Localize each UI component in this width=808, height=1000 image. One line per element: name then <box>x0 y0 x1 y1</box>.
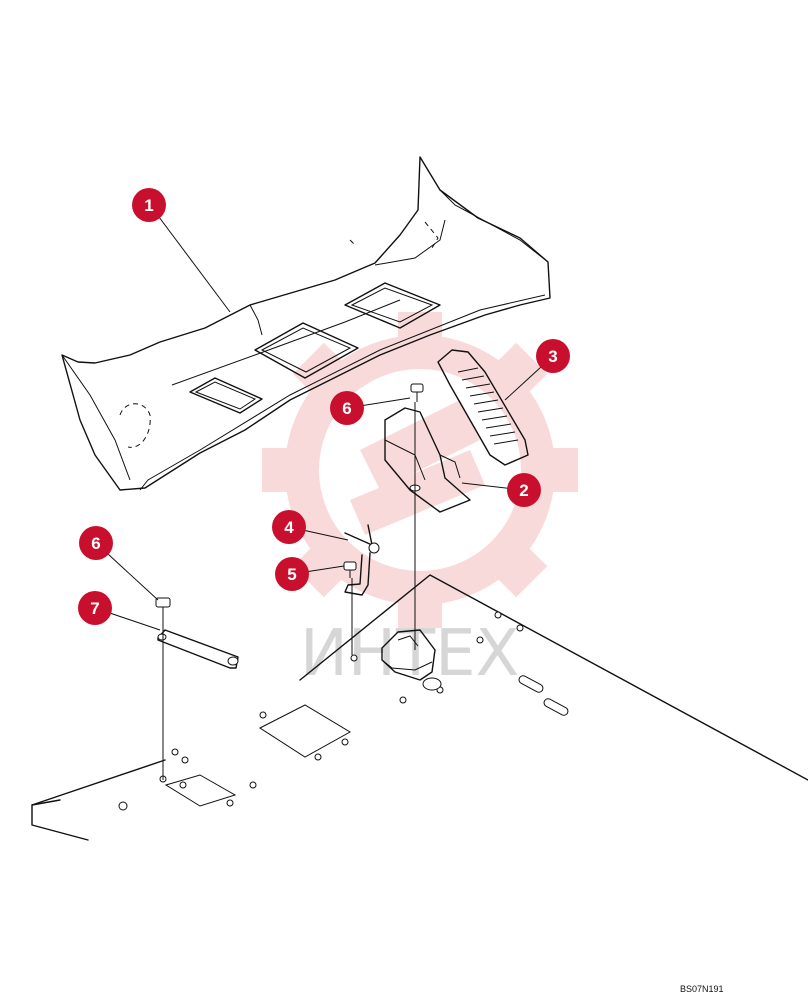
svg-text:7: 7 <box>90 599 99 618</box>
svg-text:3: 3 <box>548 347 557 366</box>
callout-2: 2 <box>507 473 541 507</box>
svg-text:5: 5 <box>287 565 296 584</box>
bolt-upper <box>410 383 424 402</box>
floor-cover-panel <box>61 156 551 491</box>
link-rod <box>157 629 239 669</box>
watermark-gear-icon <box>262 312 578 628</box>
drawing-code: BS07N191 <box>680 984 724 994</box>
pedal-base-block <box>381 629 442 691</box>
callout-7: 7 <box>78 591 112 625</box>
svg-text:6: 6 <box>91 534 100 553</box>
svg-text:2: 2 <box>519 481 528 500</box>
callout-3: 3 <box>536 339 570 373</box>
callout-5: 5 <box>275 557 309 591</box>
callout-4: 4 <box>272 510 306 544</box>
floor-plate <box>31 574 808 841</box>
svg-text:4: 4 <box>284 518 294 537</box>
svg-text:6: 6 <box>342 399 351 418</box>
bolt-left <box>155 597 171 617</box>
accelerator-pedal-pad <box>437 349 529 466</box>
callout-6-upper: 6 <box>330 391 364 425</box>
linkage-bracket <box>344 524 380 596</box>
callout-6-lower: 6 <box>79 526 113 560</box>
callout-1: 1 <box>132 188 166 222</box>
watermark-text: ИНТЕХ <box>300 617 519 691</box>
svg-text:1: 1 <box>144 196 153 215</box>
